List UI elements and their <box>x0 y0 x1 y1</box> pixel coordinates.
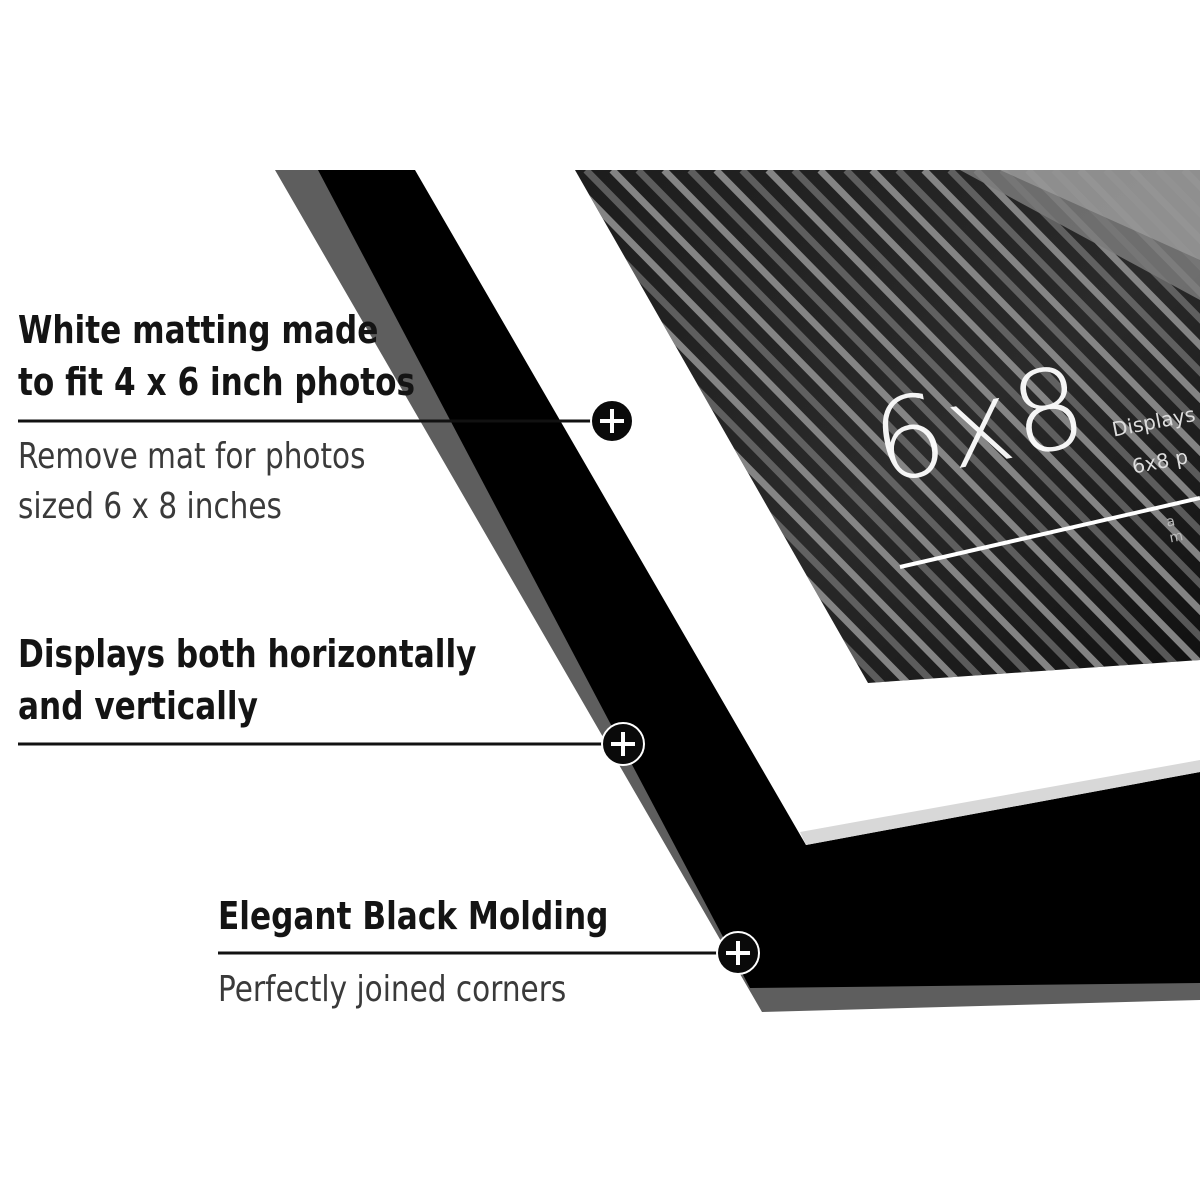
plus-circle-icon <box>601 722 645 766</box>
facade-stripe <box>973 170 1200 683</box>
callout-molding-title-line: Elegant Black Molding <box>218 894 609 938</box>
mat-bevel <box>800 760 1200 845</box>
facade-stripe <box>817 170 1200 683</box>
facade-stripe <box>869 170 1200 683</box>
callout-orientation-title: Displays both horizontally and verticall… <box>18 628 476 732</box>
callout-molding-subtitle: Perfectly joined corners <box>218 965 566 1015</box>
callout-matting-title-line: to fit 4 x 6 inch photos <box>18 360 416 404</box>
callout-matting-subtitle-line: sized 6 x 8 inches <box>18 486 282 527</box>
plus-circle-icon <box>590 399 634 443</box>
facade-stripe <box>765 170 1200 683</box>
facade-stripe <box>739 170 1200 683</box>
callout-matting-title: White matting made to fit 4 x 6 inch pho… <box>18 304 415 408</box>
facade-stripe <box>609 170 1135 683</box>
plus-circle-icon <box>716 931 760 975</box>
facade-stripe <box>713 170 1200 683</box>
callout-orientation-title-line: Displays both horizontally <box>18 632 477 676</box>
callout-molding-title: Elegant Black Molding <box>218 890 608 942</box>
facade-stripe <box>661 170 1187 683</box>
facade-stripe <box>947 170 1200 683</box>
facade-stripe <box>575 170 1005 683</box>
facade-stripe <box>687 170 1200 683</box>
facade-stripe <box>921 170 1200 683</box>
facade-stripe <box>895 170 1200 683</box>
callout-matting-subtitle: Remove mat for photos sized 6 x 8 inches <box>18 432 365 532</box>
callout-matting-subtitle-line: Remove mat for photos <box>18 436 366 477</box>
callout-molding-subtitle-line: Perfectly joined corners <box>218 969 567 1010</box>
facade-stripe <box>635 170 1161 683</box>
callout-orientation-title-line: and vertically <box>18 684 258 728</box>
facade-stripe <box>575 170 1083 683</box>
facade-stripe <box>999 170 1200 683</box>
facade-stripe <box>1025 170 1200 683</box>
facade-stripe <box>583 170 1109 683</box>
facade-stripe <box>843 170 1200 683</box>
facade-stripe <box>791 170 1200 683</box>
callout-matting-title-line: White matting made <box>18 308 379 352</box>
